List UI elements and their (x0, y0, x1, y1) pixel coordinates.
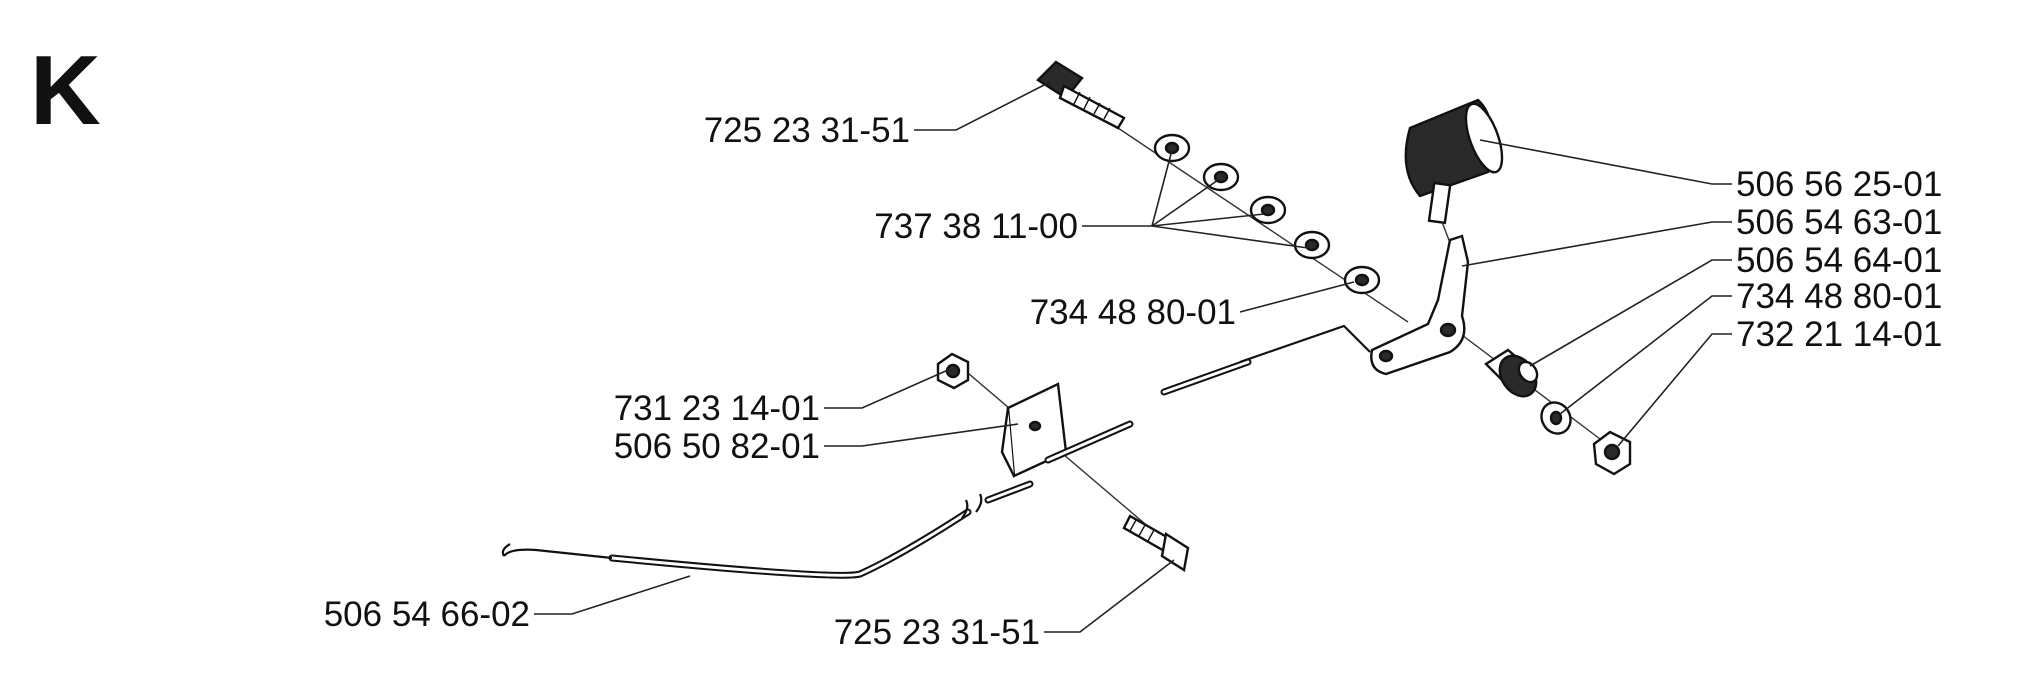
leader-washer-1 (1082, 149, 1173, 227)
leader-throttle-cable (534, 575, 691, 615)
label-washer-set: 737 38 11-00 (874, 207, 1078, 246)
leader-washer-lower (1559, 295, 1732, 415)
leader-washer-3 (1151, 213, 1265, 227)
leader-spacer (1529, 259, 1732, 367)
throttle-cable-part (501, 324, 1371, 579)
leader-bolt-bottom (1044, 559, 1175, 633)
bolt-bottom-part (1122, 514, 1190, 572)
label-washer-lower: 734 48 80-01 (1736, 277, 1942, 316)
section-letter: K (30, 35, 101, 145)
leader-lever (1461, 221, 1732, 267)
leader-knob (1479, 139, 1732, 185)
label-knob: 506 56 25-01 (1736, 165, 1942, 204)
label-bolt-top: 725 23 31-51 (704, 111, 910, 150)
leader-washer-4 (1151, 225, 1309, 249)
leader-nut-clip (824, 369, 949, 409)
bolt-top-part (1036, 60, 1126, 130)
label-washer-upper: 734 48 80-01 (1030, 293, 1236, 332)
washer-upper-part (1343, 265, 1381, 295)
throttle-lever-part (1370, 234, 1470, 376)
leader-lock-nut (1617, 333, 1732, 447)
washer-lower-part (1540, 401, 1572, 435)
leader-lines (534, 81, 1732, 633)
knob-part (1404, 98, 1504, 249)
leader-cable-clip (824, 423, 1019, 447)
nut-clip-part (936, 352, 970, 390)
label-throttle-lever: 506 54 63-01 (1736, 203, 1942, 242)
spacer-part (1484, 348, 1539, 398)
label-bolt-bottom: 725 23 31-51 (834, 613, 1040, 652)
label-lock-nut: 732 21 14-01 (1736, 315, 1942, 354)
label-cable-clip: 506 50 82-01 (614, 427, 820, 466)
leader-washer-upper (1239, 281, 1355, 313)
label-spacer: 506 54 64-01 (1736, 241, 1942, 280)
cable-clip-part (1000, 382, 1068, 478)
leader-bolt-top (914, 81, 1051, 131)
label-nut-clip: 731 23 14-01 (614, 389, 820, 428)
label-throttle-cable: 506 54 66-02 (324, 595, 530, 634)
washer-set-part (1153, 133, 1331, 260)
leader-washer-2 (1151, 179, 1219, 227)
